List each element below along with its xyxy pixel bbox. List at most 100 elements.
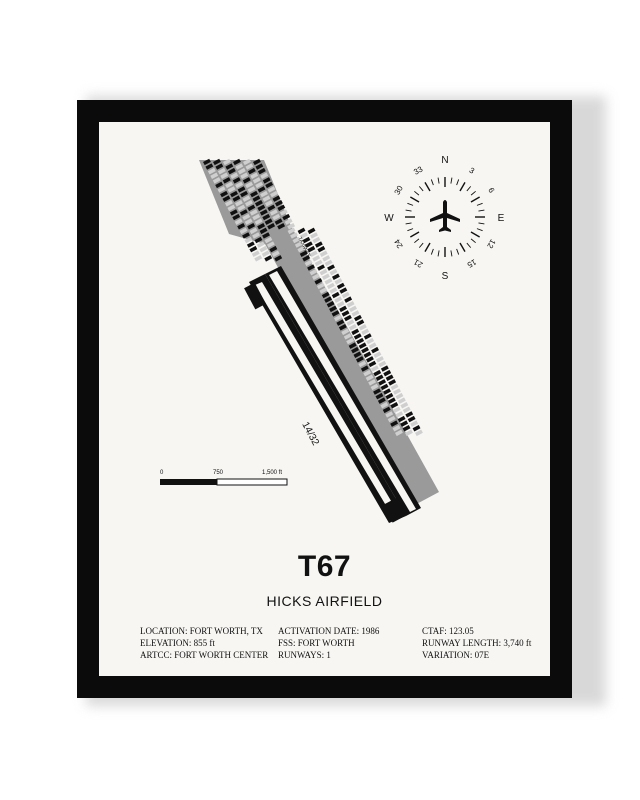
hangar-block — [266, 241, 275, 248]
hangar-block — [222, 177, 231, 184]
hangar-block — [341, 310, 350, 317]
hangar-block — [237, 186, 246, 193]
hangar-block — [240, 190, 248, 198]
hangar-block — [361, 346, 369, 354]
hangar-block — [227, 204, 236, 212]
hangar-block — [240, 172, 249, 179]
hangar-block — [290, 232, 298, 239]
hangar-block — [317, 264, 325, 271]
hangar-block — [319, 268, 328, 276]
hangar-block — [225, 163, 234, 170]
hangar-block — [380, 402, 389, 409]
scale-label-0: 0 — [160, 470, 164, 476]
hangar-block — [312, 255, 321, 262]
hangar-block — [207, 167, 216, 175]
compass-tick — [450, 250, 453, 257]
hangar-block — [253, 158, 261, 166]
airport-name: HICKS AIRFIELD — [266, 593, 383, 609]
hangar-block — [329, 305, 337, 313]
hangar-block — [287, 227, 296, 235]
hangar-block — [215, 163, 224, 170]
hangar-block — [336, 319, 345, 326]
compass-tick — [466, 186, 472, 192]
hangar-block — [354, 314, 362, 322]
hangar-block — [227, 167, 236, 175]
hangar-block — [329, 268, 338, 276]
hangar-block — [405, 411, 414, 418]
hangar-block — [363, 369, 372, 377]
compass-tick — [410, 231, 420, 238]
hangar-block — [351, 310, 360, 317]
hangar-block — [324, 296, 333, 303]
info-runway-length: RUNWAY LENGTH: 3,740 ft — [422, 638, 532, 648]
hangar-block — [244, 218, 253, 225]
hangar-block — [287, 223, 296, 230]
hangar-block — [336, 301, 345, 308]
hangar-block — [322, 255, 331, 262]
hangar-block — [247, 223, 256, 230]
hangar-block — [302, 255, 311, 262]
hangar-block — [229, 209, 238, 216]
hangar-block — [351, 346, 359, 354]
hangar-block — [360, 365, 369, 372]
hangar-block — [217, 167, 226, 175]
hangar-block — [390, 420, 399, 427]
picture-frame: 14/32 TAXIWAY 0 750 1,500 ft N E S W 3 6 — [77, 100, 572, 698]
compass-deg-3: 3 — [468, 166, 477, 176]
compass-n: N — [441, 155, 448, 166]
hangar-block — [252, 232, 260, 239]
compass-tick — [470, 238, 476, 244]
hangar-block — [348, 324, 357, 331]
hangar-block — [402, 406, 411, 414]
hangar-block — [331, 291, 340, 299]
hangar-block — [358, 360, 367, 368]
hangar-block — [230, 172, 239, 179]
compass-w: W — [384, 213, 394, 224]
hangar-block — [284, 218, 293, 225]
hangar-block — [225, 181, 234, 189]
hangar-block — [249, 245, 258, 253]
hangar-block — [339, 287, 348, 294]
hangar-block — [242, 232, 250, 239]
compass-tick — [410, 196, 420, 203]
hangar-block — [380, 383, 389, 391]
compass-tick — [414, 238, 420, 244]
hangar-block — [375, 356, 384, 363]
info-fss: FSS: FORT WORTH — [278, 638, 355, 648]
hangar-block — [254, 255, 263, 262]
hangar-block — [274, 218, 283, 225]
compass-tick — [414, 190, 420, 196]
compass-tick — [459, 242, 466, 252]
hangar-block — [353, 351, 362, 358]
hangar-block — [380, 365, 389, 372]
hangar-block — [395, 392, 404, 400]
hangar-block — [302, 236, 311, 244]
scale-bar: 0 750 1,500 ft — [160, 470, 288, 486]
hangar-block — [232, 177, 241, 184]
hangar-block — [257, 186, 266, 193]
hangar-block — [242, 177, 251, 184]
hangar-block — [232, 195, 241, 202]
hangar-block — [213, 158, 221, 166]
hangar-block — [319, 250, 328, 257]
hangar-block — [392, 406, 401, 414]
apron-north — [244, 282, 266, 310]
hangar-block — [356, 319, 365, 326]
hangar-block — [264, 218, 273, 225]
hangar-block — [252, 213, 261, 221]
compass-tick — [437, 250, 440, 257]
hangar-block — [203, 158, 211, 166]
hangar-block — [269, 209, 278, 216]
hangar-block — [346, 301, 355, 308]
hangar-block — [370, 365, 379, 372]
hangar-block — [264, 255, 273, 262]
hangar-block — [343, 333, 352, 340]
hangar-block — [237, 167, 246, 175]
runway-surface — [255, 282, 397, 514]
compass-tick — [424, 242, 431, 252]
hangar-block — [383, 388, 391, 395]
hangar-block — [324, 259, 333, 267]
compass-tick — [476, 228, 483, 232]
hangar-block — [407, 415, 416, 423]
hangar-block — [252, 195, 261, 202]
